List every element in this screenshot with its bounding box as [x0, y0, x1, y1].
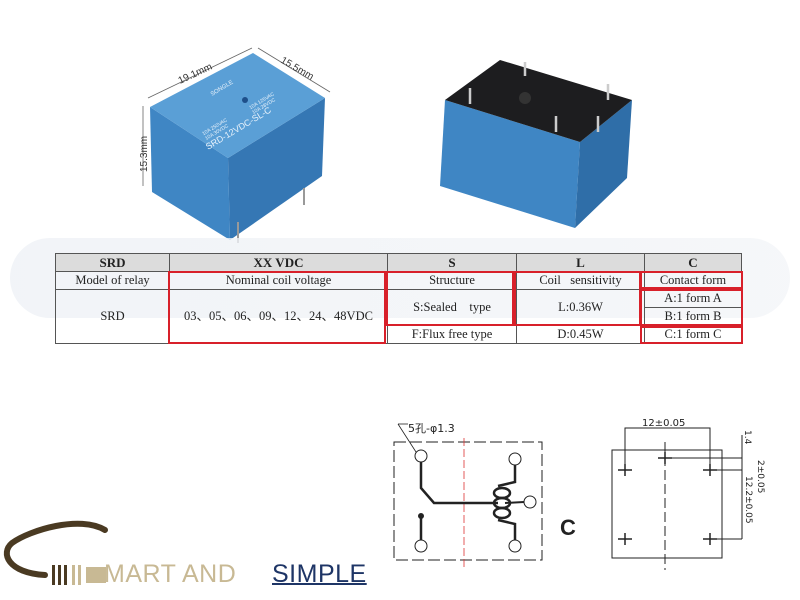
dimension-height: 15.3mm	[139, 136, 150, 172]
table-row: SRD 03、05、06、09、12、24、48VDC S:Sealed typ…	[55, 289, 742, 344]
logo-text-simple: SIMPLE	[272, 560, 367, 588]
relay-photos: SRD-12VDC-SL-C 10A 250VAC 10A 30VDC 10A …	[139, 47, 632, 243]
spec-table: SRD XX VDC S L C Model of relay Nominal …	[55, 253, 742, 344]
dim-right-1: 1.4	[742, 430, 752, 445]
dim-top: 12±0.05	[642, 418, 685, 429]
hole-label: 5孔-φ1.3	[408, 422, 455, 435]
dimension-diagram	[611, 427, 743, 570]
table-header-row: SRD XX VDC S L C	[55, 253, 742, 272]
contact-form-label: C	[560, 515, 576, 540]
highlight-contact-c	[640, 326, 743, 344]
table-row: B:1 form B	[56, 307, 742, 326]
relay-diagrams: 5孔-φ1.3 C 12±0.05 1.4 2±0.05 12.2±0.05	[393, 418, 765, 570]
pin-diagram	[393, 423, 543, 568]
logo-cable-icon	[4, 520, 108, 585]
relay-front-view: SRD-12VDC-SL-C 10A 250VAC 10A 30VDC 10A …	[139, 47, 331, 243]
highlight-contact-label	[640, 271, 743, 289]
table-row: F:Flux free type D:0.45W C:1 form C	[56, 325, 742, 344]
highlight-voltage	[168, 271, 386, 344]
highlight-sensitivity	[514, 271, 641, 326]
dim-right-2: 2±0.05	[755, 460, 765, 493]
highlight-structure	[386, 271, 514, 326]
highlight-contact-ab	[640, 289, 743, 326]
relay-bottom-view	[440, 60, 632, 228]
logo-text-smart-and: MART AND	[104, 560, 237, 588]
dim-right-3: 12.2±0.05	[743, 476, 753, 524]
